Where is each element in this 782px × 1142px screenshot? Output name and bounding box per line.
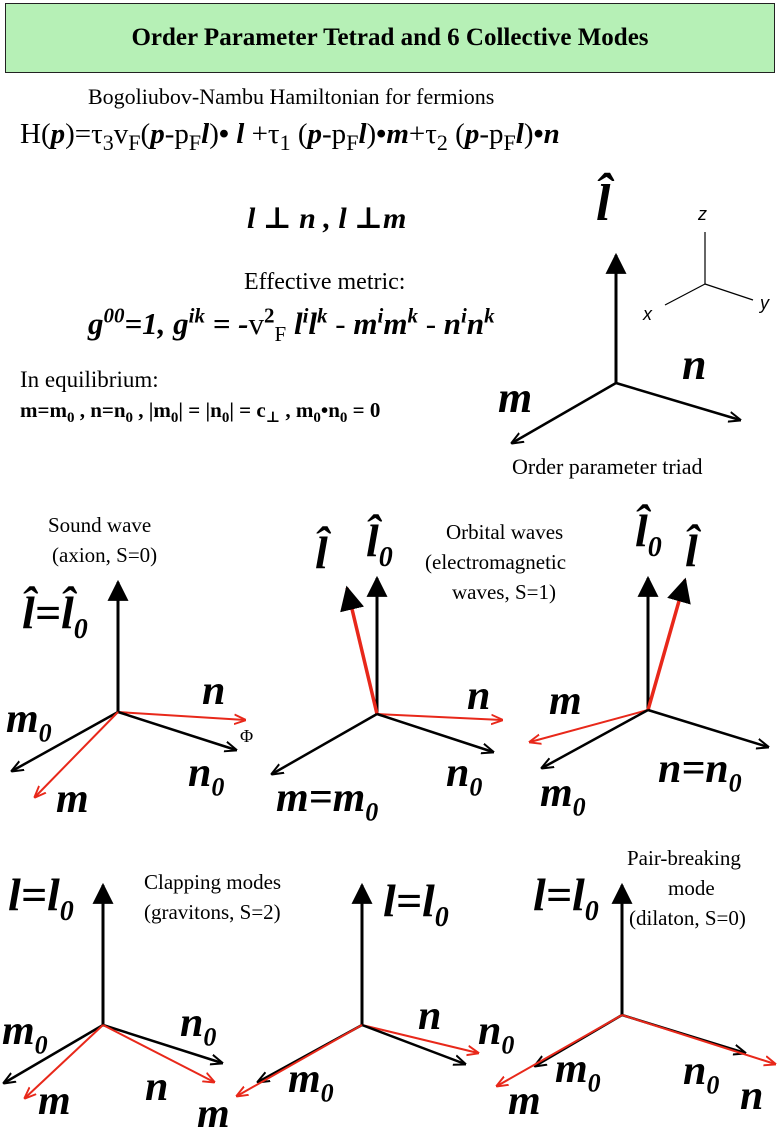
clapping1-n0-label: n0 <box>180 1000 217 1052</box>
sound-caption-1: Sound wave <box>48 513 152 537</box>
clapping2-l-label: l=l0 <box>383 875 449 934</box>
orbital2-m-label: m <box>549 678 582 724</box>
equilibrium-heading: In equilibrium: <box>20 367 159 392</box>
metric-equation: g00=1, gik = -v2F lilk - mimk - nink <box>88 303 495 347</box>
axis-x <box>664 283 706 306</box>
perpendicularity-relation: l ⊥ n , l ⊥m <box>247 202 407 235</box>
orbital2-m0-label: m0 <box>540 770 586 822</box>
pair-m-label: m <box>508 1078 541 1124</box>
pair-caption-2: mode <box>668 876 715 900</box>
orbital2-l0-label: l̂0 <box>635 505 662 564</box>
sound-m0-label: m0 <box>6 696 52 748</box>
orbital1-n0-label: n0 <box>446 750 483 802</box>
clapping1-l-label: l=l0 <box>8 869 74 928</box>
sound-n-label: n <box>202 668 226 714</box>
sound-caption-2: (axion, S=0) <box>52 543 158 567</box>
orbital-caption-3: waves, S=1) <box>452 580 556 604</box>
triad-n-arrow <box>615 381 740 420</box>
clapping1-n-label: n <box>145 1064 169 1110</box>
orbital-caption-1: Orbital waves <box>446 520 564 544</box>
orbital-wave-diagram-2 <box>530 575 768 768</box>
metric-heading: Effective metric: <box>244 269 406 295</box>
triad-m-label: m <box>498 373 533 422</box>
page-title: Order Parameter Tetrad and 6 Collective … <box>131 24 649 51</box>
pair-caption-3: (dilaton, S=0) <box>629 906 746 930</box>
orbital-caption-2: (electromagnetic <box>425 550 567 574</box>
sound-m-label: m <box>56 776 89 822</box>
orbital-wave-diagram-1 <box>272 575 502 774</box>
clapping1-m-label: m <box>38 1078 71 1124</box>
axis-z-label: z <box>698 204 707 224</box>
clapping-caption-1: Clapping modes <box>144 870 282 894</box>
pair-m0-label: m0 <box>555 1046 601 1098</box>
axis-y-label: y <box>760 293 769 313</box>
pair-n0-label: n0 <box>683 1048 720 1100</box>
sound-l-label: l̂=l̂0 <box>22 587 88 646</box>
pair-l-label: l=l0 <box>533 869 599 928</box>
clapping-mode-diagram-2 <box>237 882 478 1096</box>
orbital2-n-label: n=n0 <box>658 746 742 798</box>
clapping2-n0-label: n0 <box>478 1008 515 1060</box>
clapping2-n-label: n <box>418 993 442 1039</box>
clapping-caption-2: (gravitons, S=2) <box>144 900 281 924</box>
clapping2-m-label: m <box>197 1091 230 1137</box>
orbital1-m-label: m=m0 <box>276 775 379 827</box>
orbital2-l-label: l̂ <box>685 525 698 576</box>
pair-breaking-mode-diagram <box>497 882 775 1086</box>
title-banner: Order Parameter Tetrad and 6 Collective … <box>5 3 775 73</box>
hamiltonian-equation: H(p)=τ3vF(p-pFl)• l +τ1 (p-pFl)•m+τ2 (p-… <box>20 118 560 155</box>
orbital1-l0-label: l̂0 <box>366 515 393 574</box>
hamiltonian-heading: Bogoliubov-Nambu Hamiltonian for fermion… <box>88 84 495 109</box>
pair-caption-1: Pair-breaking <box>627 846 741 870</box>
axis-x-label: x <box>643 304 652 324</box>
sound-n0-label: n0 <box>188 750 225 802</box>
pair-n-label: n <box>740 1073 764 1119</box>
sound-phi-label: Φ <box>240 726 254 746</box>
triad-caption: Order parameter triad <box>512 454 703 479</box>
order-parameter-triad <box>512 232 754 443</box>
sound-wave-diagram <box>12 579 245 797</box>
triad-l-label: l̂ <box>596 175 611 232</box>
orbital1-l-label: l̂ <box>315 527 328 578</box>
clapping-mode-diagram-1 <box>4 882 222 1098</box>
equilibrium-equation: m=m0 , n=n0 , |m0| = |n0| = c⊥ , m0•n0 =… <box>20 398 381 427</box>
triad-n-label: n <box>682 340 707 389</box>
clapping2-m0-label: m0 <box>288 1056 334 1108</box>
triad-m-arrow <box>512 381 617 443</box>
orbital1-n-label: n <box>467 673 491 719</box>
clapping1-m0-label: m0 <box>2 1008 48 1060</box>
axis-y <box>704 283 754 301</box>
